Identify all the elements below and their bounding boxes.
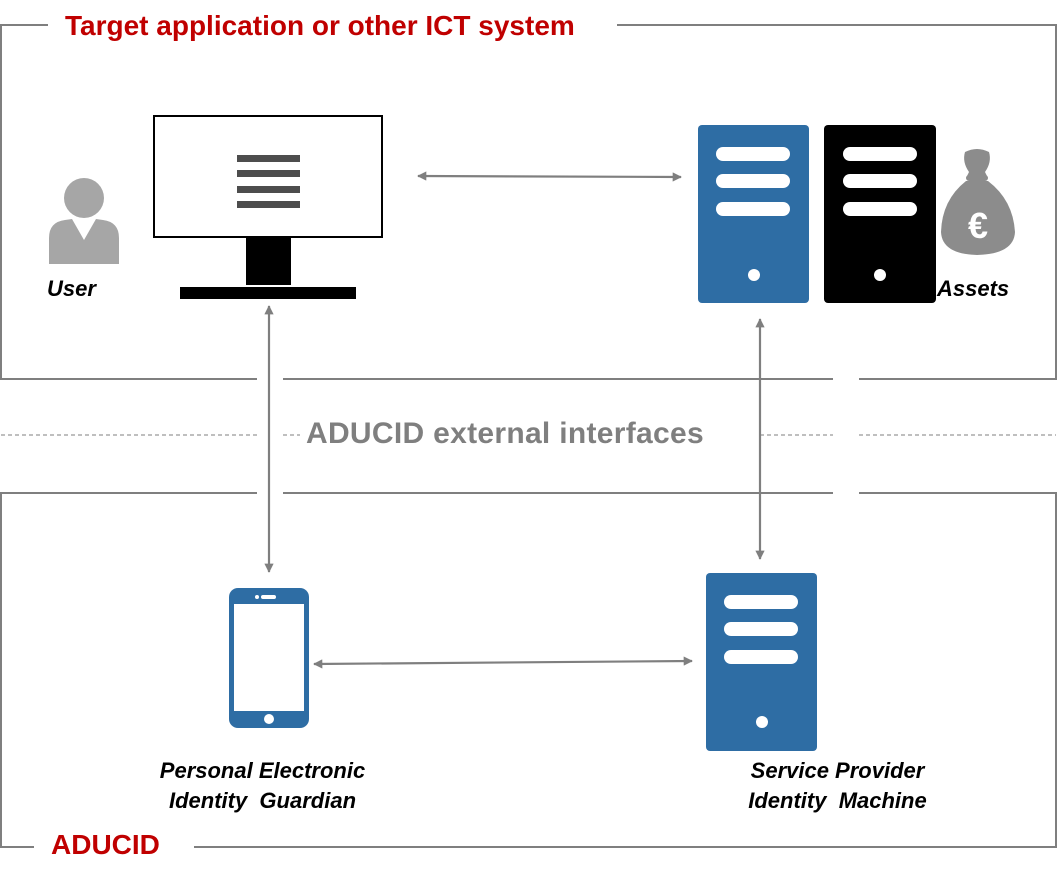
interface-band-title: ADUCID external interfaces: [300, 417, 710, 451]
money-bag-euro-icon: €: [941, 149, 1015, 255]
node-label-peig-line-2: Identity Guardian: [168, 788, 357, 813]
group-title-aducid: ADUCID: [35, 829, 176, 861]
person-icon: [49, 178, 119, 264]
svg-text:€: €: [968, 205, 988, 246]
edge-workstation-app-server: [417, 171, 682, 182]
node-label-user: User: [47, 276, 96, 301]
node-label-spim-line-2: Identity Machine: [748, 788, 927, 813]
server-icon: [824, 125, 936, 303]
node-label-assets: Assets: [937, 276, 1010, 301]
edge-peig-spim: [313, 656, 693, 669]
node-label-spim: Service Provider Identity Machine: [730, 756, 945, 816]
target-system-frame: [0, 24, 1057, 380]
node-label-peig: Personal Electronic Identity Guardian: [140, 756, 385, 816]
server-icon: [706, 573, 817, 751]
group-title-target-system: Target application or other ICT system: [49, 10, 591, 42]
server-icon: [698, 125, 809, 303]
aducid-frame: [0, 492, 1057, 848]
monitor-icon: [153, 115, 383, 299]
smartphone-icon: [229, 588, 309, 728]
node-label-spim-line-1: Service Provider: [750, 758, 925, 783]
node-label-peig-line-1: Personal Electronic: [159, 758, 366, 783]
